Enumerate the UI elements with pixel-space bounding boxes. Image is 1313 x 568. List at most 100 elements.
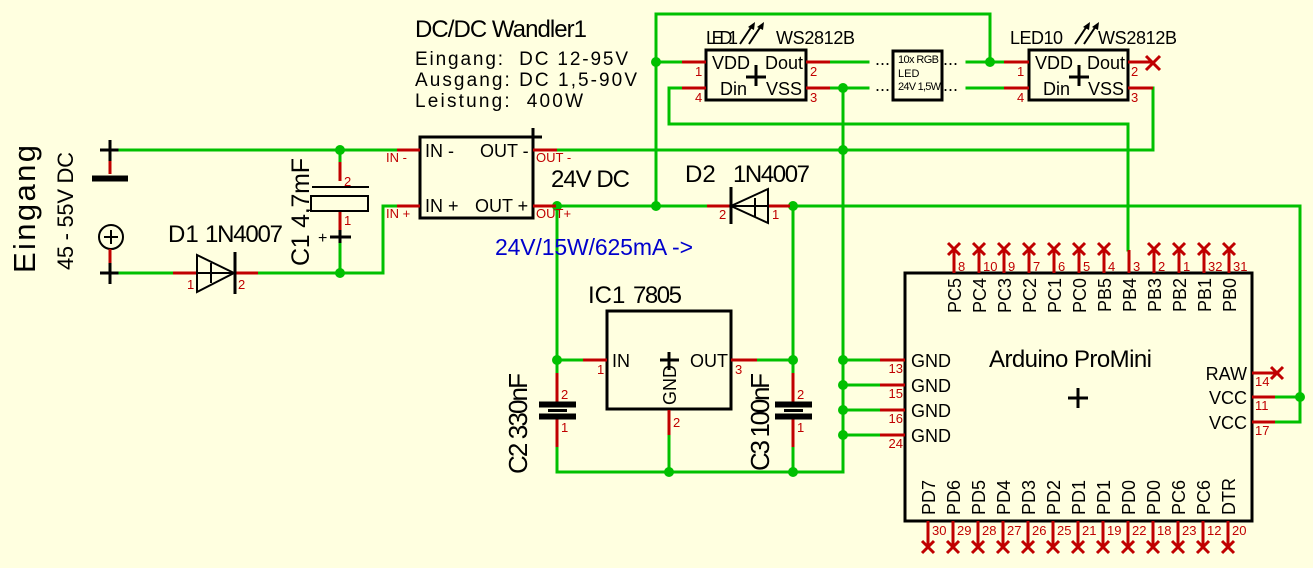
wire-vdd[interactable] — [654, 12, 992, 208]
pin-number: 8 — [958, 259, 965, 274]
pin-number: 14 — [1255, 374, 1269, 389]
capacitor-c1[interactable]: + C1 4,7mF 2 1 — [287, 158, 369, 266]
no-connect-icon — [1145, 539, 1161, 555]
ic1-in-label: IN — [612, 351, 630, 371]
led-ws2812b-led10[interactable]: LED10 WS2812B VDD Dout Din VSS 1 4 2 3 — [1004, 22, 1177, 105]
pin-number: 11 — [1255, 398, 1269, 413]
diode-d1[interactable]: D1 1N4007 1 2 — [168, 221, 283, 294]
diode-d2[interactable]: D2 1N4007 2 1 — [685, 161, 810, 225]
ic1-out-label: OUT — [690, 351, 728, 371]
led1-vdd-label: VDD — [712, 53, 750, 73]
light-emission-arrows-icon — [1074, 22, 1099, 45]
connector-minus-terminal[interactable] — [92, 140, 128, 182]
pin-number: 25 — [1057, 523, 1071, 538]
led10-value: WS2812B — [1098, 28, 1177, 48]
d1-value: 1N4007 — [205, 221, 283, 248]
pin-name: VCC — [1209, 413, 1247, 433]
ellipsis: ... — [875, 75, 890, 95]
dcdc-converter[interactable]: DC/DC Wandler1 Eingang: DC 12-95V Ausgan… — [386, 16, 637, 221]
d1-name: D1 — [168, 221, 199, 248]
regulator-ic1[interactable]: IC1 7805 IN OUT GND 1 3 2 — [583, 282, 757, 435]
no-connect-icon — [1170, 539, 1186, 555]
no-connect-icon — [970, 539, 986, 555]
capacitor-c2[interactable]: C2 330nF 2 1 — [503, 373, 576, 474]
pin-name: PB4 — [1120, 278, 1140, 312]
junction-dot — [788, 467, 798, 477]
output-voltage-label: 24V DC — [551, 166, 630, 193]
wire-d2-to-vcc[interactable] — [788, 204, 1302, 424]
pin-name: GND — [911, 401, 951, 421]
pin-number: 29 — [957, 523, 971, 538]
led1-value: WS2812B — [776, 28, 855, 48]
wire-d1-to-dcdc[interactable] — [256, 204, 399, 275]
pin-number: 1 — [695, 64, 702, 79]
no-connect-icon — [1144, 54, 1162, 72]
pin-name: PB0 — [1220, 278, 1240, 312]
connector-plus-terminal[interactable] — [98, 224, 124, 284]
capacitor-c3[interactable]: C3 100nF 2 1 — [745, 373, 812, 471]
wire-arduino-gnd[interactable] — [841, 358, 882, 437]
pin-number: 19 — [1107, 523, 1121, 538]
power-note: 24V/15W/625mA -> — [495, 234, 693, 260]
dcdc-name: DC/DC Wandler1 — [415, 16, 587, 43]
arduino-pro-mini[interactable]: Arduino ProMini 8PC510PC49PC37PC26PC15PC… — [880, 241, 1285, 555]
pin-number: 1 — [597, 362, 604, 377]
no-connect-icon — [1120, 539, 1136, 555]
capacitor-body-icon — [310, 195, 369, 212]
pad-label: IN - — [386, 150, 407, 165]
wire-data-pb4[interactable] — [667, 86, 1130, 252]
c1-polarity: + — [318, 230, 327, 247]
no-connect-icon — [1046, 241, 1062, 257]
pin-number: 1 — [187, 277, 194, 292]
pin-number: 9 — [1008, 259, 1015, 274]
wire-gnd-bus[interactable] — [555, 86, 845, 474]
wire-out-minus-gnd[interactable] — [555, 86, 1155, 152]
junction-dot — [552, 201, 562, 211]
pin-name: PD0 — [1119, 480, 1139, 515]
pin-number: 3 — [735, 362, 742, 377]
pin-name: PD4 — [994, 480, 1014, 515]
no-connect-icon — [1146, 241, 1162, 257]
led-chain-placeholder[interactable]: 10x RGB LED 24V 1,5W ... ... ... ... — [875, 49, 958, 102]
pin-number: 1 — [1183, 259, 1190, 274]
input-connector[interactable]: Eingang 45 - 55V DC — [7, 140, 128, 284]
dcdc-spec-input: Eingang: DC 12-95V — [415, 49, 628, 70]
dcdc-body — [418, 135, 535, 220]
pin-number: 2 — [238, 277, 245, 292]
led-ws2812b-led1[interactable]: LED1 WS2812B VDD Dout Din VSS 1 4 2 3 — [682, 22, 855, 105]
pin-name: GND — [911, 351, 951, 371]
